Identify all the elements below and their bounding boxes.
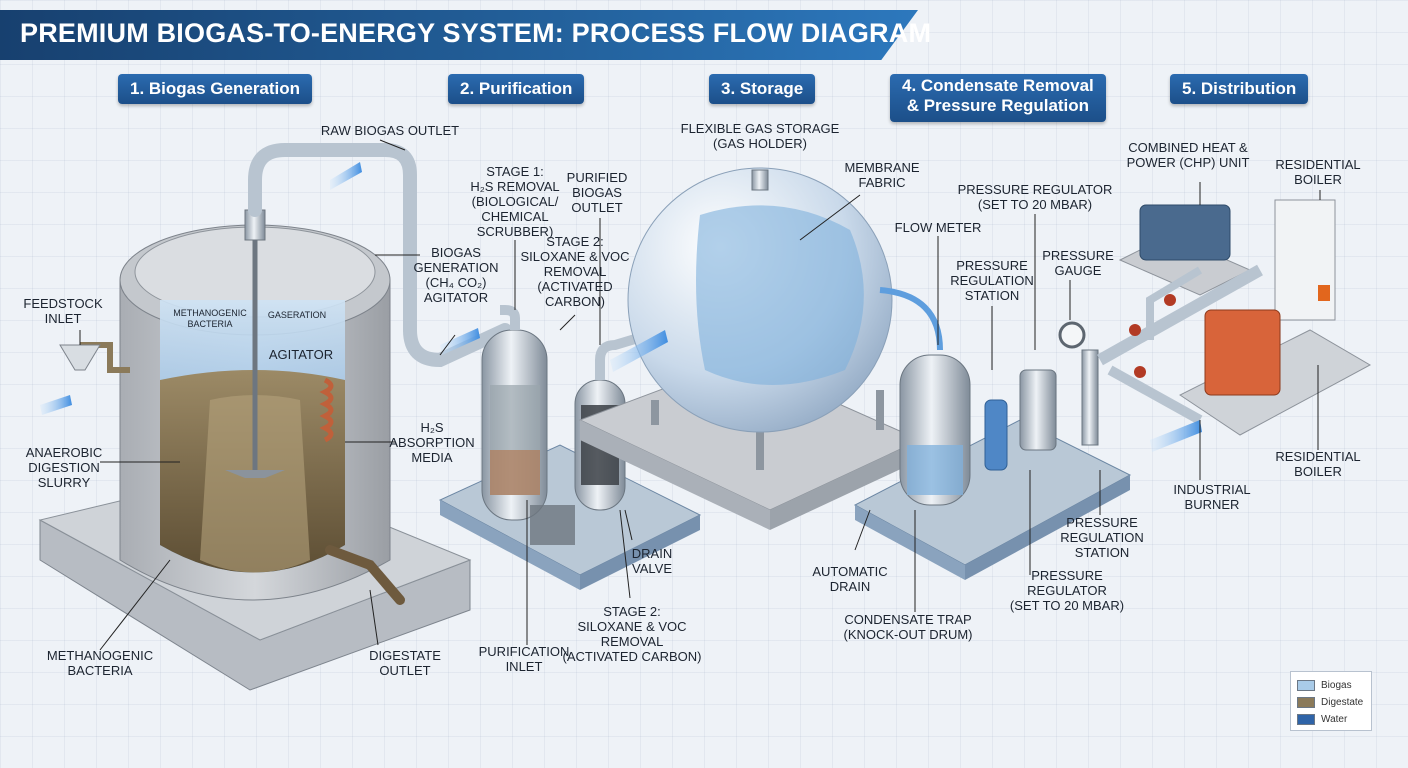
label-condensate-trap: CONDENSATE TRAP (KNOCK-OUT DRUM) [843, 612, 973, 642]
label-raw-biogas-outlet: RAW BIOGAS OUTLET [320, 123, 460, 138]
condensate-skid [853, 321, 1132, 580]
label-pressure-regulator-top: PRESSURE REGULATOR (SET TO 20 mbar) [957, 182, 1113, 212]
label-purification-inlet: PURIFICATION INLET [478, 644, 570, 674]
label-flexible-gas-storage: FLEXIBLE GAS STORAGE (GAS HOLDER) [680, 121, 840, 151]
label-stage2-top: STAGE 2: SILOXANE & VOC REMOVAL (ACTIVAT… [520, 234, 630, 309]
legend-item-digestate: Digestate [1297, 694, 1365, 711]
label-residential-boiler-top: RESIDENTIAL BOILER [1275, 157, 1361, 187]
label-pressure-gauge: PRESSURE GAUGE [1042, 248, 1114, 278]
digester-tank [38, 143, 512, 691]
label-pressure-regulation-station-bottom: PRESSURE REGULATION STATION [1060, 515, 1144, 560]
step-purification: 2. Purification [448, 74, 585, 104]
leader-lines [79, 139, 1321, 651]
label-drain-valve: DRAIN VALVE [631, 546, 673, 576]
legend-label-biogas: Biogas [1321, 680, 1352, 691]
step-distribution: 5. Distribution [1170, 74, 1309, 104]
title-banner [0, 10, 918, 60]
label-methanogenic-bacteria: METHANOGENIC BACTERIA [46, 648, 154, 678]
flow-arrows [40, 162, 1202, 452]
label-purified-biogas-outlet: PURIFIED BIOGAS OUTLET [566, 170, 628, 215]
label-chp-unit: COMBINED HEAT & POWER (CHP) UNIT [1126, 140, 1250, 170]
legend-label-water: Water [1321, 714, 1348, 725]
label-h2s-absorption-media: H₂S ABSORPTION MEDIA [389, 420, 475, 465]
gas-storage [578, 167, 922, 530]
step-storage: 3. Storage [709, 74, 816, 104]
label-residential-boiler-bottom: RESIDENTIAL BOILER [1275, 449, 1361, 479]
label-flow-meter: FLOW METER [894, 220, 982, 235]
step-biogas-generation: 1. Biogas Generation [118, 74, 313, 104]
label-methanogenic-bacteria-inner: METHANOGENIC BACTERIA [173, 308, 247, 329]
label-pressure-regulator-bottom: PRESSURE REGULATOR (SET TO 20 mbar) [1009, 568, 1125, 613]
distribution-area [1097, 199, 1372, 436]
diagram-title: PREMIUM BIOGAS-TO-ENERGY SYSTEM: PROCESS… [20, 18, 932, 48]
legend-swatch-biogas [1297, 680, 1315, 691]
legend-label-digestate: Digestate [1321, 697, 1364, 708]
legend-swatch-water [1297, 714, 1315, 725]
label-pressure-regulation-station-top: PRESSURE REGULATION STATION [950, 258, 1034, 303]
label-stage1-h2s-removal: STAGE 1: H₂S REMOVAL (BIOLOGICAL/ CHEMIC… [470, 164, 560, 239]
label-industrial-burner: INDUSTRIAL BURNER [1173, 482, 1251, 512]
legend-swatch-digestate [1297, 697, 1315, 708]
label-biogas-generation-agitator: BIOGAS GENERATION (CH₄ CO₂) AGITATOR [413, 245, 499, 305]
legend-item-water: Water [1297, 711, 1365, 728]
legend: Biogas Digestate Water [1290, 671, 1372, 731]
label-feedstock-inlet: FEEDSTOCK INLET [23, 296, 103, 326]
label-agitator-inner: AGITATOR [268, 347, 334, 362]
label-gasification-inner: GASERATION [267, 310, 327, 320]
label-digestate-outlet: DIGESTATE OUTLET [369, 648, 441, 678]
label-automatic-drain: AUTOMATIC DRAIN [812, 564, 888, 594]
step-condensate-removal: 4. Condensate Removal & Pressure Regulat… [890, 74, 1106, 122]
legend-item-biogas: Biogas [1297, 677, 1365, 694]
label-anaerobic-slurry: ANAEROBIC DIGESTION SLURRY [25, 445, 103, 490]
label-stage2-bottom: STAGE 2: SILOXANE & VOC REMOVAL (ACTIVAT… [562, 604, 702, 664]
label-membrane-fabric: MEMBRANE FABRIC [844, 160, 920, 190]
